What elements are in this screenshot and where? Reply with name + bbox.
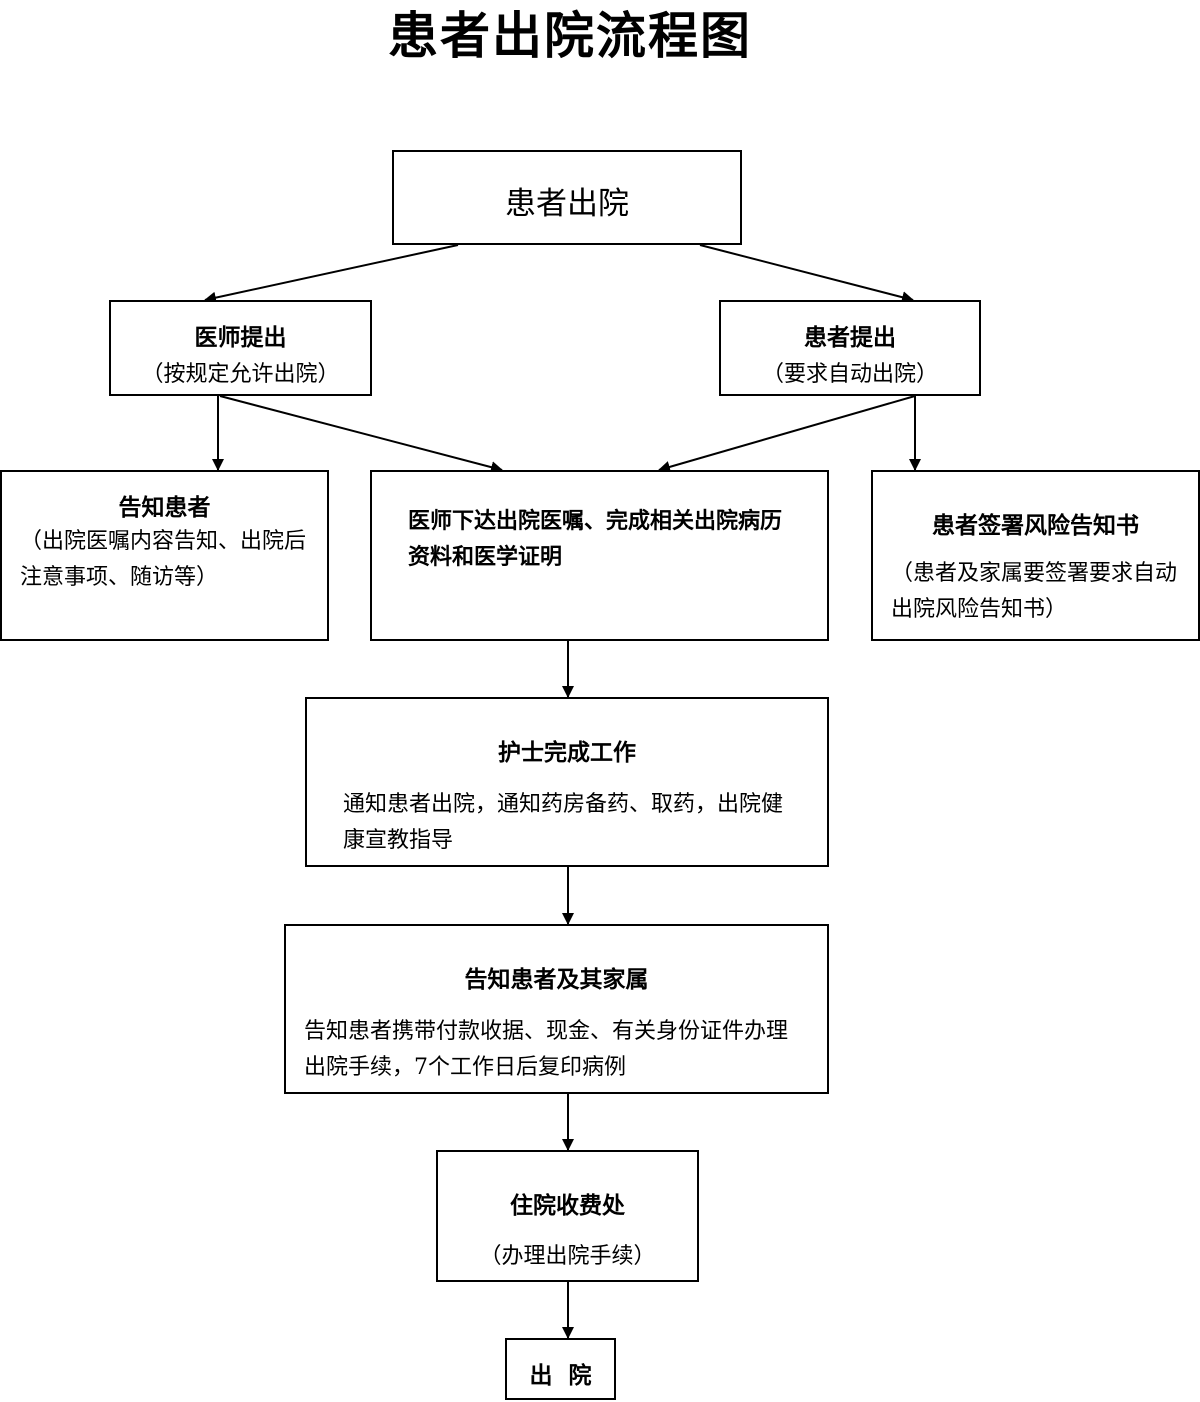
node-inform-family: 告知患者及其家属 告知患者携带付款收据、现金、有关身份证件办理出院手续，7个工作… <box>284 924 829 1094</box>
node-inform-patient-detail: （出院医嘱内容告知、出院后注意事项、随访等） <box>20 529 307 590</box>
node-nurse-tasks-detail: 通知患者出院，通知药房备药、取药，出院健康宣教指导 <box>343 792 784 853</box>
node-inform-patient-label: 告知患者 <box>118 495 211 521</box>
node-doctor-proposes-sub: （按规定允许出院） <box>141 362 340 387</box>
node-nurse-tasks: 护士完成工作 通知患者出院，通知药房备药、取药，出院健康宣教指导 <box>305 697 829 867</box>
node-discharged: 出 院 <box>505 1338 616 1400</box>
node-risk-notice: 患者签署风险告知书 （患者及家属要签署要求自动出院风险告知书） <box>871 470 1200 641</box>
node-patient-discharge-label: 患者出院 <box>505 186 629 222</box>
node-cashier-label: 住院收费处 <box>510 1193 625 1219</box>
node-discharge-orders: 医师下达出院医嘱、完成相关出院病历资料和医学证明 <box>370 470 829 641</box>
node-patient-proposes: 患者提出 （要求自动出院） <box>719 300 981 396</box>
node-inform-family-label: 告知患者及其家属 <box>464 967 649 993</box>
node-doctor-proposes-label: 医师提出 <box>194 325 287 351</box>
diagram-title: 患者出院流程图 <box>388 6 752 65</box>
node-cashier: 住院收费处 （办理出院手续） <box>436 1150 699 1282</box>
node-inform-patient: 告知患者 （出院医嘱内容告知、出院后注意事项、随访等） <box>0 470 329 641</box>
arrow-patient-to-orders <box>658 395 916 473</box>
node-cashier-sub: （办理出院手续） <box>479 1244 656 1269</box>
node-risk-notice-label: 患者签署风险告知书 <box>932 513 1139 539</box>
node-risk-notice-detail: （患者及家属要签署要求自动出院风险告知书） <box>891 561 1178 622</box>
node-patient-proposes-sub: （要求自动出院） <box>761 362 938 387</box>
node-patient-proposes-label: 患者提出 <box>804 325 896 351</box>
node-doctor-proposes: 医师提出 （按规定允许出院） <box>109 300 372 396</box>
node-patient-discharge: 患者出院 <box>392 150 742 245</box>
arrow-doctor-to-orders <box>219 395 503 474</box>
arrow-start-to-doctor <box>204 244 459 304</box>
node-discharge-orders-label: 医师下达出院医嘱、完成相关出院病历资料和医学证明 <box>408 509 783 570</box>
node-inform-family-detail: 告知患者携带付款收据、现金、有关身份证件办理出院手续，7个工作日后复印病例 <box>304 1019 789 1080</box>
node-nurse-tasks-label: 护士完成工作 <box>498 740 636 766</box>
node-discharged-label: 出 院 <box>529 1363 592 1389</box>
arrow-start-to-patient <box>699 244 914 304</box>
